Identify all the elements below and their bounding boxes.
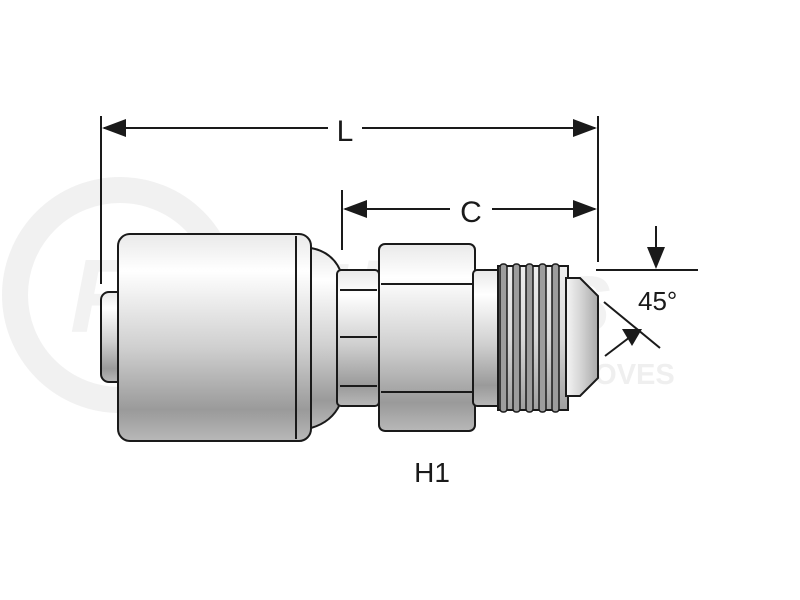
flare-angle-label: 45° [638, 286, 677, 316]
thread-grooves [499, 263, 560, 413]
hex-size-label: H1 [414, 457, 450, 488]
thread-crest [499, 263, 508, 413]
overall-length-label: L [337, 115, 354, 148]
angle-arrow-bottom-shaft [604, 336, 631, 357]
thread-crest [538, 263, 547, 413]
ferrule-socket [117, 233, 312, 442]
thread-crest [525, 263, 534, 413]
arrowhead-l-right [573, 119, 597, 137]
flare-nose [565, 277, 599, 397]
dimension-overall-length: L [100, 115, 599, 284]
thread-crest [551, 263, 560, 413]
arrowhead-c-left [343, 200, 367, 218]
ferrule-taper [310, 246, 341, 430]
arrowhead-l-left [102, 119, 126, 137]
angle-flare-line [603, 301, 661, 349]
dimension-cutoff-length: C [341, 190, 597, 250]
angle-arrowhead-top [647, 247, 665, 269]
flare-angle-callout: 45° [596, 226, 698, 357]
hose-fitting [100, 233, 599, 442]
hex-nut [378, 243, 476, 432]
cutoff-length-label: C [460, 196, 482, 229]
thread-crest [512, 263, 521, 413]
arrowhead-c-right [573, 200, 597, 218]
angle-arrowhead-bottom [622, 329, 642, 346]
